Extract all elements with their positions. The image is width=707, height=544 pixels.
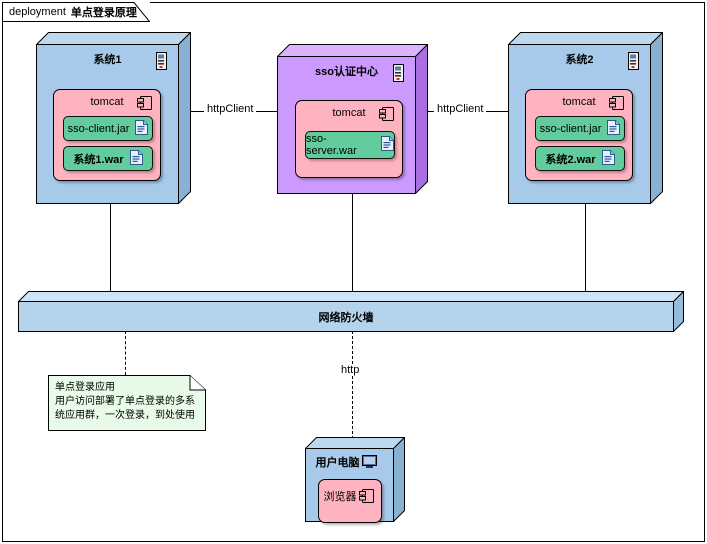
node-user-computer[interactable]: 用户电脑 浏览器 (302, 437, 405, 523)
connector-system2-firewall (585, 203, 586, 299)
node-firewall[interactable]: 网络防火墙 (18, 291, 684, 332)
component-system2-tomcat-title: tomcat (562, 96, 596, 108)
component-system1-tomcat[interactable]: tomcat sso-client.jar (53, 89, 161, 181)
document-icon-glyph (607, 119, 621, 135)
artifact-sso-client-jar[interactable]: sso-client.jar (535, 116, 625, 141)
note-text: 单点登录应用 用户访问部署了单点登录的多系 统应用群，一次登录，到处使用 (55, 382, 195, 421)
node-user-computer-label: 用户电脑 (315, 457, 360, 469)
node-system2-title: 系统2 (565, 54, 594, 66)
node-sso-center[interactable]: sso认证中心 tomcat ss (277, 44, 428, 194)
component-browser[interactable]: 浏览器 (318, 479, 382, 523)
server-icon-glyph (393, 64, 404, 82)
document-icon (601, 149, 615, 168)
node-system1[interactable]: 系统1 tomcat (36, 32, 191, 204)
artifact-system1-war-label: 系统1.war (73, 153, 124, 166)
document-icon (607, 119, 621, 138)
document-icon-glyph (381, 136, 394, 151)
diagram-title-name: 单点登录原理 (70, 7, 137, 19)
component-icon-glyph (358, 489, 374, 503)
component-icon (358, 487, 375, 505)
node-sso-center-title: sso认证中心 (315, 66, 378, 78)
node-user-computer-title: 用户电脑 (302, 454, 396, 470)
server-icon (156, 52, 167, 70)
node-firewall-title: 网络防火墙 (318, 311, 374, 324)
component-icon (608, 94, 625, 117)
artifact-sso-client-jar-label: sso-client.jar (539, 122, 602, 135)
component-icon-glyph (379, 107, 394, 121)
connection-label-client-http: http (338, 364, 363, 376)
connector-firewall-client (352, 331, 353, 439)
document-icon (135, 119, 149, 138)
artifact-system2-war[interactable]: 系统2.war (535, 146, 625, 171)
server-icon (393, 64, 404, 82)
artifact-system2-war-label: 系统2.war (545, 153, 596, 166)
connection-label-left-httpclient: httpClient (204, 103, 257, 115)
server-icon-glyph (156, 52, 167, 70)
component-system1-tomcat-title: tomcat (90, 96, 124, 108)
artifact-sso-server-war-label: sso-server.war (306, 133, 357, 157)
component-icon (136, 94, 153, 117)
component-icon-glyph (137, 96, 152, 110)
monitor-icon (361, 455, 377, 469)
connector-sso-firewall (352, 194, 353, 299)
monitor-icon-glyph (361, 455, 377, 468)
component-sso-tomcat-title: tomcat (332, 107, 366, 119)
artifact-sso-client-jar-label: sso-client.jar (67, 122, 130, 135)
server-icon (628, 52, 639, 70)
document-icon (129, 149, 143, 168)
component-icon (378, 105, 395, 128)
artifact-sso-client-jar[interactable]: sso-client.jar (63, 116, 153, 141)
component-browser-title: 浏览器 (319, 487, 381, 505)
server-icon-glyph (628, 52, 639, 70)
diagram-title-tab: deployment 单点登录原理 (2, 2, 150, 22)
document-icon-glyph (601, 149, 615, 165)
component-browser-label: 浏览器 (323, 491, 357, 503)
note-sso-application: 单点登录应用 用户访问部署了单点登录的多系 统应用群，一次登录，到处使用 (48, 375, 206, 431)
tab-shape-icon (2, 2, 150, 22)
node-system2[interactable]: 系统2 tomcat sso-cl (508, 32, 663, 204)
artifact-sso-server-war[interactable]: sso-server.war (305, 131, 395, 159)
connector-system1-firewall (110, 203, 111, 299)
connection-label-right-httpclient: httpClient (434, 103, 487, 115)
document-icon-glyph (129, 149, 143, 165)
document-icon-glyph (135, 119, 149, 135)
component-sso-tomcat[interactable]: tomcat sso-server.war (295, 100, 403, 178)
connector-note-firewall (125, 331, 126, 375)
node-3d-shape-icon (18, 291, 684, 332)
diagram-title-keyword: deployment (9, 6, 66, 18)
component-system2-tomcat[interactable]: tomcat sso-client.jar (525, 89, 633, 181)
node-system1-title: 系统1 (93, 54, 122, 66)
component-icon-glyph (609, 96, 624, 110)
artifact-system1-war[interactable]: 系统1.war (63, 146, 153, 171)
document-icon (381, 136, 394, 154)
note-shape-icon (48, 375, 206, 431)
